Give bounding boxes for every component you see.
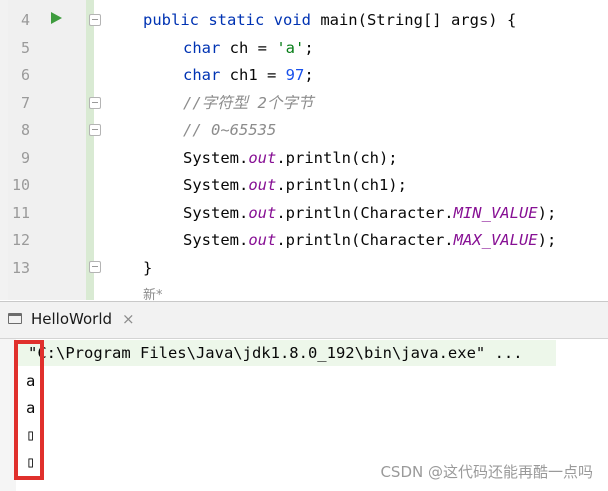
command-line-highlight <box>16 340 556 366</box>
code-token: out <box>248 204 277 222</box>
line-number: 12 <box>11 231 30 249</box>
tab-label: HelloWorld <box>31 310 113 328</box>
code-token: .println(Character. <box>276 204 454 222</box>
code-token: ); <box>537 204 557 222</box>
code-token: char <box>183 66 221 84</box>
run-tab-bar: HelloWorld × <box>0 302 608 339</box>
code-token: ch1 = <box>220 66 286 84</box>
code-token: ; <box>304 39 314 57</box>
inline-hint: 新* <box>143 288 163 303</box>
fold-marker-icon[interactable] <box>89 124 101 136</box>
editor-gutter <box>8 0 86 300</box>
code-line[interactable]: System.out.println(ch); <box>183 148 398 168</box>
code-token: ; <box>304 66 314 84</box>
console-output-line[interactable]: a <box>26 372 36 390</box>
code-token: MIN_VALUE <box>453 204 538 222</box>
line-number: 10 <box>11 176 30 194</box>
code-token: char <box>183 39 221 57</box>
code-token: .println(ch); <box>276 149 398 167</box>
code-token: System. <box>183 204 249 222</box>
fold-marker-icon[interactable] <box>89 14 101 26</box>
line-number: 9 <box>20 149 30 167</box>
code-line[interactable]: System.out.println(ch1); <box>183 175 407 195</box>
code-comment[interactable]: // 0~65535 <box>183 121 277 139</box>
code-comment[interactable]: //字符型 2个字节 <box>183 94 314 112</box>
console-gutter <box>0 339 16 491</box>
console-output-line[interactable]: a <box>26 399 36 417</box>
watermark: CSDN @这代码还能再酷一点吗 <box>380 463 593 481</box>
code-token: System. <box>183 149 249 167</box>
line-number: 13 <box>11 259 30 277</box>
run-panel: HelloWorld × "C:\Program Files\Java\jdk1… <box>0 301 608 491</box>
code-line[interactable]: } <box>143 259 153 277</box>
code-token: ch = <box>220 39 277 57</box>
code-line[interactable]: char ch1 = 97; <box>183 65 314 85</box>
code-editor[interactable]: 4 5 6 7 8 9 10 11 12 13 public static vo… <box>0 0 608 303</box>
code-token: 'a' <box>276 39 305 57</box>
line-number: 4 <box>20 11 30 29</box>
code-token: out <box>248 149 277 167</box>
code-token: .println(Character. <box>276 231 454 249</box>
tab-helloworld[interactable]: HelloWorld × <box>0 302 150 338</box>
fold-marker-icon[interactable] <box>89 261 101 273</box>
code-token: System. <box>183 231 249 249</box>
console-window-icon <box>8 313 22 324</box>
code-line[interactable]: System.out.println(Character.MIN_VALUE); <box>183 203 556 223</box>
code-line[interactable]: System.out.println(Character.MAX_VALUE); <box>183 230 556 250</box>
line-number: 11 <box>11 204 30 222</box>
code-line[interactable]: char ch = 'a'; <box>183 38 314 58</box>
code-token: main(String[] args) { <box>320 11 517 29</box>
run-triangle-icon[interactable] <box>51 12 62 24</box>
code-token: ); <box>537 231 557 249</box>
code-token: .println(ch1); <box>276 176 407 194</box>
line-number: 7 <box>20 94 30 112</box>
line-number: 5 <box>20 39 30 57</box>
console-output-line[interactable]: ▯ <box>26 426 36 444</box>
code-token: MAX_VALUE <box>453 231 538 249</box>
code-token: System. <box>183 176 249 194</box>
change-marker-bar <box>86 0 94 300</box>
line-number: 6 <box>20 66 30 84</box>
fold-marker-icon[interactable] <box>89 97 101 109</box>
close-icon[interactable]: × <box>122 310 135 328</box>
code-token: out <box>248 176 277 194</box>
console-output-line[interactable]: ▯ <box>26 453 36 471</box>
code-line[interactable]: public static void main(String[] args) { <box>143 10 516 30</box>
code-token: public static void <box>143 11 321 29</box>
line-number: 8 <box>20 121 30 139</box>
code-token: 97 <box>285 66 305 84</box>
console-command[interactable]: "C:\Program Files\Java\jdk1.8.0_192\bin\… <box>28 344 523 362</box>
code-area[interactable] <box>94 0 608 300</box>
red-highlight-box <box>14 340 44 480</box>
code-token: out <box>248 231 277 249</box>
